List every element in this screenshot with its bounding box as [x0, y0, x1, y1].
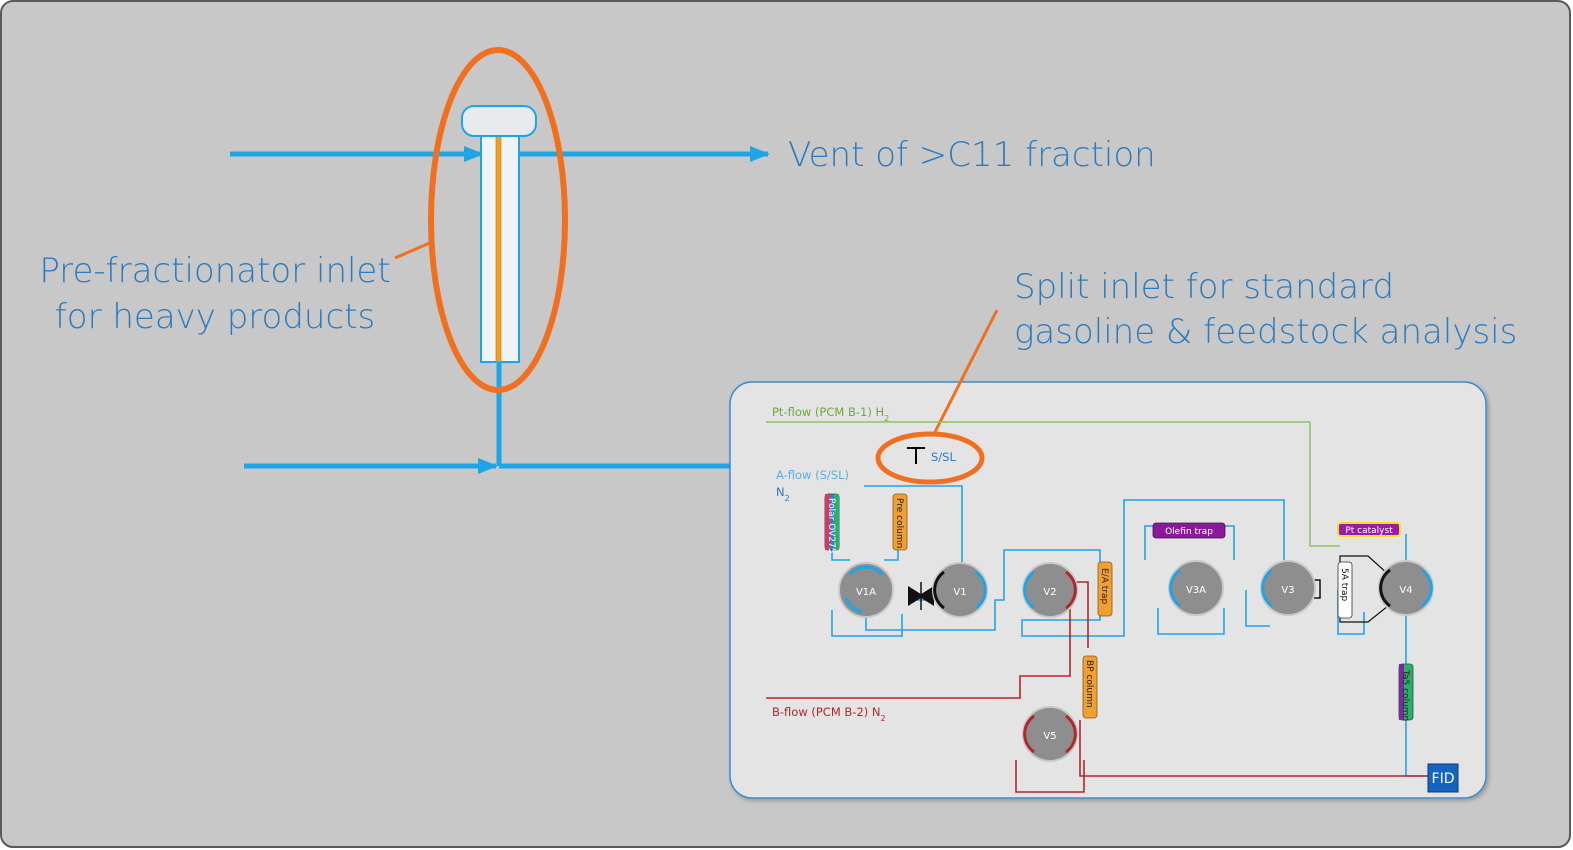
svg-text:Pre column: Pre column [894, 498, 904, 548]
restrictor-icon [908, 582, 934, 610]
svg-text:E/A trap: E/A trap [1099, 568, 1109, 604]
svg-text:V4: V4 [1399, 585, 1412, 596]
prefrac-callout-line1: Pre-fractionator inlet [39, 251, 390, 291]
valve-v1a: V1A [838, 562, 894, 618]
pt-catalyst: Pt catalyst [1337, 522, 1401, 537]
svg-text:5A trap: 5A trap [1339, 568, 1349, 601]
valve-v2: V2 [1022, 562, 1078, 618]
svg-text:V2: V2 [1043, 587, 1056, 598]
analyzer-schematic: Pt-flow (PCM B-1) H2 A-flow (S/SL) N2 S/… [729, 309, 1487, 799]
valve-v3: V3 [1260, 560, 1316, 616]
valve-v1: V1 [932, 562, 988, 618]
svg-text:Ta5 column: Ta5 column [1400, 669, 1410, 721]
b-flow-label: B-flow (PCM B-2) N2 [772, 705, 886, 723]
pt-flow-label: Pt-flow (PCM B-1) H2 [772, 405, 889, 423]
svg-text:Polar OV275: Polar OV275 [826, 498, 836, 553]
valve-v3a: V3A [1168, 560, 1224, 616]
svg-text:Pt catalyst: Pt catalyst [1345, 526, 1393, 536]
svg-text:BP column: BP column [1084, 660, 1094, 708]
svg-text:S/SL: S/SL [931, 450, 956, 464]
a-flow-label: A-flow (S/SL) [776, 468, 849, 482]
svg-text:V5: V5 [1043, 731, 1056, 742]
svg-text:V3A: V3A [1186, 585, 1206, 596]
prefrac-highlight [428, 47, 568, 393]
split-callout-line1: Split inlet for standard [1014, 267, 1394, 307]
svg-text:V1: V1 [953, 587, 966, 598]
svg-text:V3: V3 [1281, 585, 1294, 596]
svg-text:V1A: V1A [856, 587, 876, 598]
tcd-column: Ta5 column [1398, 663, 1414, 721]
prefrac-callout-line2: for heavy products [55, 297, 375, 337]
svg-text:Olefin trap: Olefin trap [1165, 527, 1213, 537]
bp-column: BP column [1082, 655, 1098, 719]
vent-callout: Vent of >C11 fraction [788, 135, 1156, 175]
svg-text:FID: FID [1432, 771, 1455, 787]
split-inlet-highlight [875, 431, 985, 485]
olefin-trap: Olefin trap [1152, 522, 1226, 539]
ssl-inlet: S/SL [907, 447, 956, 464]
fid-detector: FID [1427, 763, 1459, 793]
pre-column: Pre column [892, 493, 908, 551]
pre-fractionator [230, 47, 772, 474]
polar-column: Polar OV275 [824, 493, 840, 553]
a-flow-gas-label: N2 [776, 485, 790, 503]
valve-v5: V5 [1022, 706, 1078, 762]
ea-trap: E/A trap [1097, 561, 1113, 617]
valve-v4: V4 [1378, 560, 1434, 616]
split-callout-line2: gasoline & feedstock analysis [1014, 312, 1517, 352]
